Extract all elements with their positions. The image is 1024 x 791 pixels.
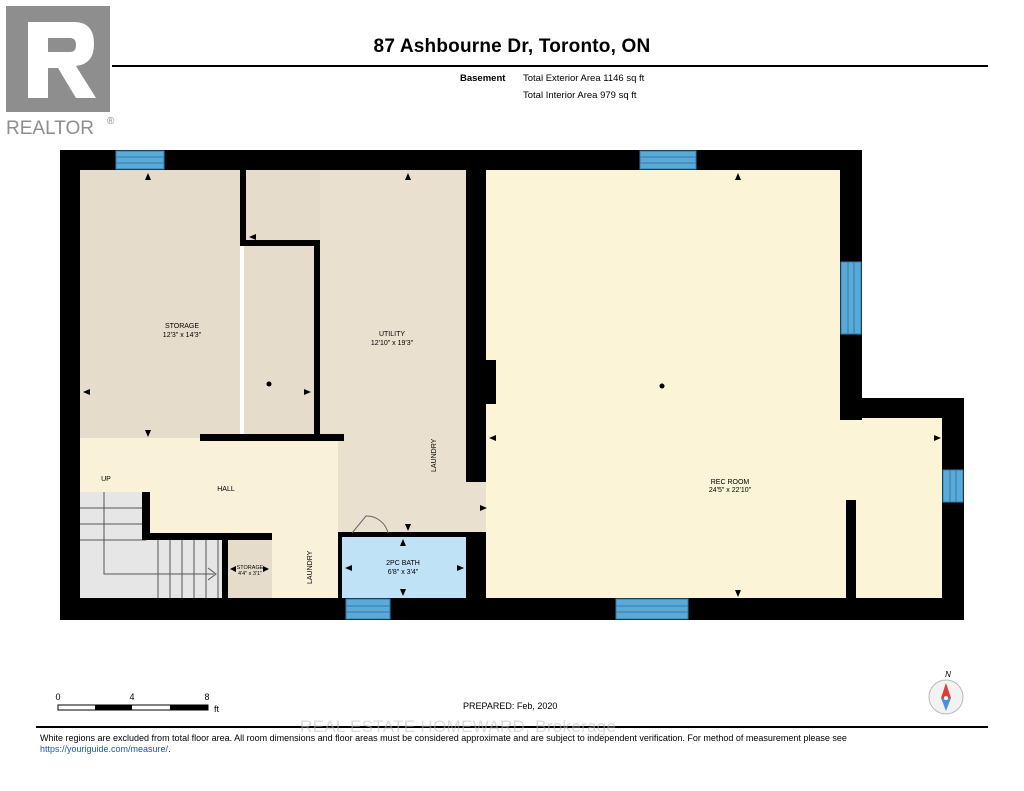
realtor-logo: REALTOR ®: [6, 6, 115, 138]
registered-mark: ®: [107, 116, 115, 127]
windows: [115, 150, 964, 620]
scale-tick-8: 8: [204, 692, 209, 702]
level-label: Basement: [460, 73, 506, 84]
rec-room-name: REC ROOM: [711, 479, 750, 486]
up-label: UP: [101, 476, 111, 483]
rec-room-dims: 24'5" x 22'10": [709, 487, 752, 494]
rec-center-dot: [659, 383, 665, 389]
storage-dims: 12'3" x 14'3": [163, 332, 202, 339]
footer-link-suffix: .: [168, 744, 171, 754]
header-divider: [112, 65, 988, 67]
storage-floor: [80, 170, 240, 438]
scale-unit: ft: [214, 704, 220, 714]
storage-center-dot: [266, 381, 272, 387]
utility-name: UTILITY: [379, 331, 405, 338]
storage-name: STORAGE: [165, 323, 199, 330]
small-storage-dims: 4'4" x 3'1": [238, 571, 262, 577]
utility-dims: 12'10" x 19'3": [371, 340, 414, 347]
dimension-arrows: [83, 173, 941, 597]
scale-bar: 0 4 8 ft: [55, 692, 219, 714]
footer-note: White regions are excluded from total fl…: [40, 733, 900, 755]
scale-tick-4: 4: [129, 692, 134, 702]
bath-name: 2PC BATH: [386, 560, 420, 567]
bath-dims: 6'8" x 3'4": [388, 569, 419, 576]
staircase: [80, 492, 219, 598]
small-storage-name: STORAGE: [237, 565, 264, 571]
footer-text: White regions are excluded from total fl…: [40, 733, 847, 743]
exterior-area: Total Exterior Area 1146 sq ft: [523, 73, 645, 84]
compass-icon: N: [928, 670, 964, 715]
watermark: REAL ESTATE HOMEWARD, Brokerage: [300, 717, 617, 736]
compass-north: N: [945, 670, 951, 679]
scale-tick-0: 0: [55, 692, 60, 702]
window-mullions: [116, 156, 957, 613]
laundry-label-hall: LAUNDRY: [307, 550, 314, 584]
interior-area: Total Interior Area 979 sq ft: [523, 90, 637, 101]
measurement-link[interactable]: https://youriguide.com/measure/: [40, 744, 169, 754]
laundry-label-utility: LAUNDRY: [431, 438, 438, 472]
bath-floor: [342, 536, 466, 598]
logo-text: REALTOR: [6, 118, 94, 138]
prepared-date: PREPARED: Feb, 2020: [463, 701, 557, 711]
stairs-floor: [80, 492, 146, 598]
page-title: 87 Ashbourne Dr, Toronto, ON: [373, 36, 651, 57]
hall-name: HALL: [217, 486, 235, 493]
bath-door: [351, 515, 389, 534]
